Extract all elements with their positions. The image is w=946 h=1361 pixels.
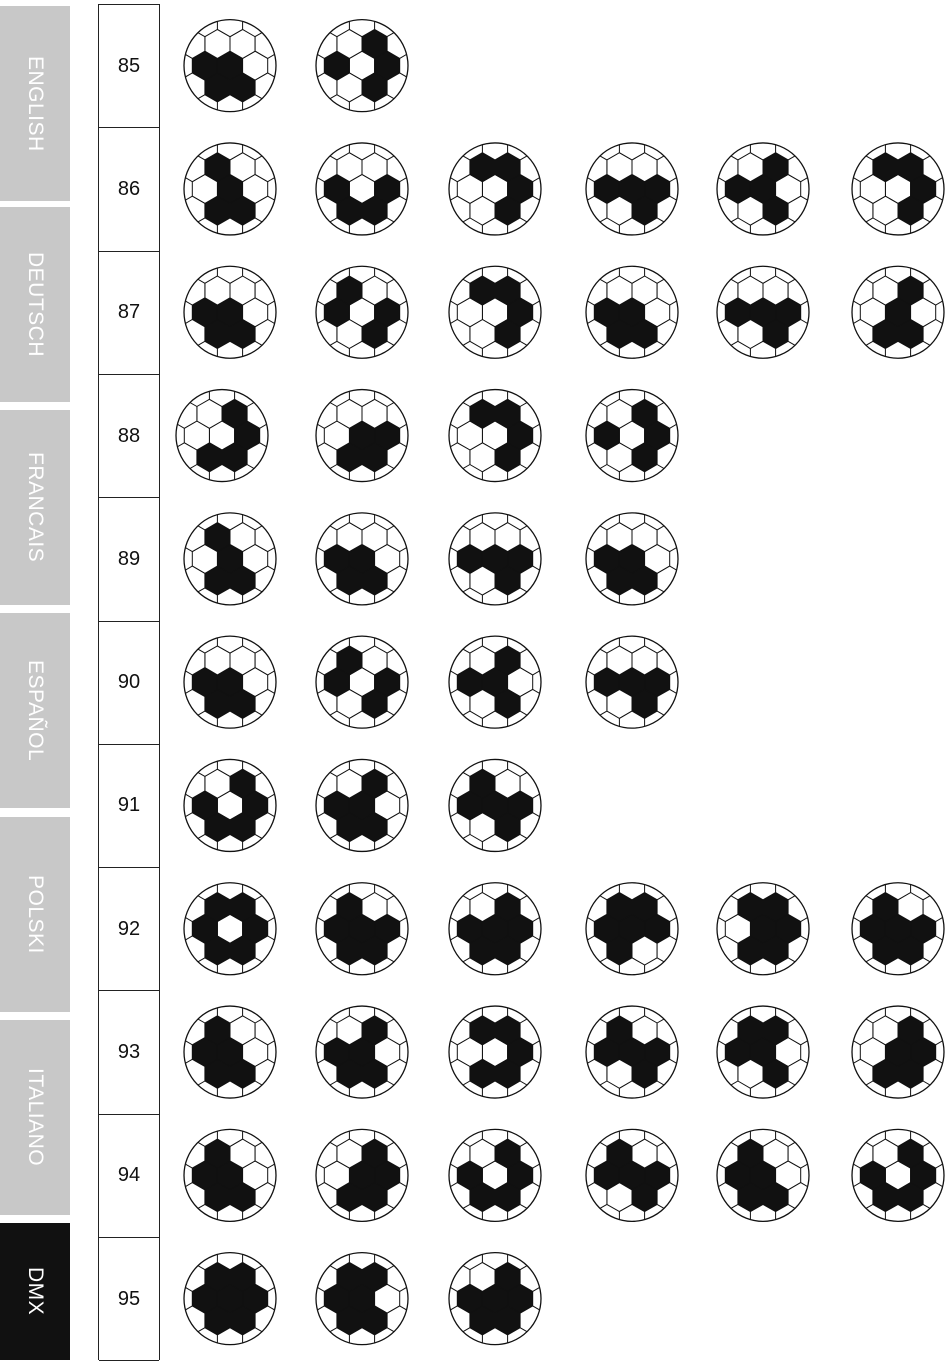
soccer-ball-icon [582,378,682,494]
soccer-ball-icon [172,378,272,494]
soccer-ball-icon [848,994,946,1110]
soccer-ball-icon [445,378,545,494]
soccer-ball-icon [312,378,412,494]
soccer-ball-icon [180,1117,280,1233]
soccer-ball-icon [713,131,813,247]
soccer-ball-icon [180,254,280,370]
soccer-ball-icon [312,131,412,247]
soccer-ball-icon [312,1241,412,1357]
soccer-ball-icon [180,994,280,1110]
soccer-ball-icon [180,871,280,987]
soccer-ball-icon [713,994,813,1110]
soccer-ball-icon [312,871,412,987]
soccer-ball-icon [445,994,545,1110]
soccer-ball-icon [445,871,545,987]
soccer-ball-icon [713,1117,813,1233]
soccer-ball-icon [582,254,682,370]
soccer-ball-icon [312,8,412,124]
soccer-ball-icon [312,624,412,740]
soccer-ball-icon [180,8,280,124]
soccer-ball-icon [848,871,946,987]
soccer-ball-icon [180,131,280,247]
soccer-ball-icon [445,1241,545,1357]
soccer-ball-icon [445,747,545,863]
soccer-ball-icon [582,131,682,247]
soccer-ball-icon [312,747,412,863]
soccer-ball-icon [180,501,280,617]
soccer-ball-icon [848,1117,946,1233]
soccer-ball-icon [848,131,946,247]
soccer-ball-icon [713,254,813,370]
soccer-ball-icon [445,131,545,247]
soccer-ball-icon [582,871,682,987]
soccer-ball-icon [582,501,682,617]
soccer-ball-icon [445,624,545,740]
soccer-ball-icon [582,1117,682,1233]
soccer-ball-icon [312,994,412,1110]
soccer-ball-icon [312,1117,412,1233]
soccer-ball-icon [445,254,545,370]
soccer-ball-icon [582,994,682,1110]
soccer-ball-icon [180,747,280,863]
soccer-ball-icon [848,254,946,370]
soccer-ball-icon [312,254,412,370]
soccer-ball-icon [445,501,545,617]
soccer-ball-icon [180,1241,280,1357]
soccer-ball-icon [180,624,280,740]
soccer-ball-icon [582,624,682,740]
soccer-ball-icon [312,501,412,617]
soccer-ball-icon [713,871,813,987]
soccer-ball-icon [445,1117,545,1233]
